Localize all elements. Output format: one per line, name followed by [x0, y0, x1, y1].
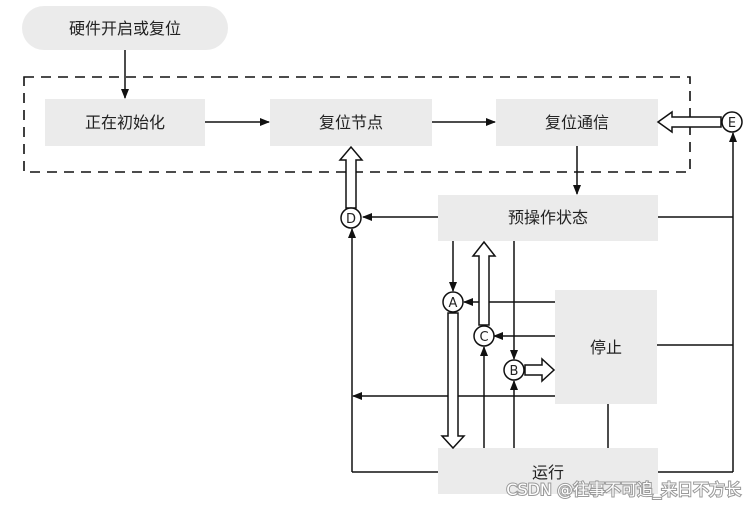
node-pre-operational-label: 预操作状态 — [508, 208, 588, 227]
reset-group-boundary — [23, 76, 691, 173]
hollow-arrow-b-to-stop — [524, 357, 556, 383]
node-hw-start-label: 硬件开启或复位 — [69, 19, 181, 38]
hollow-arrow-d-to-reset-node — [338, 145, 364, 209]
node-hw-start: 硬件开启或复位 — [22, 6, 228, 50]
marker-a-label: A — [449, 296, 458, 311]
hollow-arrow-a-to-op — [440, 312, 466, 450]
node-reset-comm: 复位通信 — [496, 99, 658, 146]
marker-a: A — [442, 291, 464, 313]
marker-e: E — [721, 111, 743, 133]
node-stopped-label: 停止 — [590, 338, 622, 357]
hollow-arrow-c-to-preop — [471, 240, 497, 326]
marker-d-label: D — [346, 212, 356, 227]
marker-d: D — [340, 207, 362, 229]
marker-b: B — [503, 359, 525, 381]
node-stopped: 停止 — [555, 290, 657, 404]
node-reset-comm-label: 复位通信 — [545, 113, 609, 132]
node-operational: 运行 — [438, 448, 658, 494]
marker-e-label: E — [728, 116, 736, 131]
node-initializing: 正在初始化 — [45, 99, 205, 146]
marker-b-label: B — [510, 364, 519, 379]
node-reset-node: 复位节点 — [270, 99, 432, 146]
marker-c-label: C — [479, 330, 488, 345]
marker-c: C — [473, 325, 495, 347]
node-initializing-label: 正在初始化 — [85, 113, 165, 132]
hollow-arrow-e-to-reset-comm — [656, 110, 722, 134]
node-operational-label: 运行 — [532, 463, 564, 482]
watermark: CSDN @往事不可追_来日不方长 — [506, 480, 741, 500]
node-pre-operational: 预操作状态 — [438, 195, 658, 241]
node-reset-node-label: 复位节点 — [319, 113, 383, 132]
